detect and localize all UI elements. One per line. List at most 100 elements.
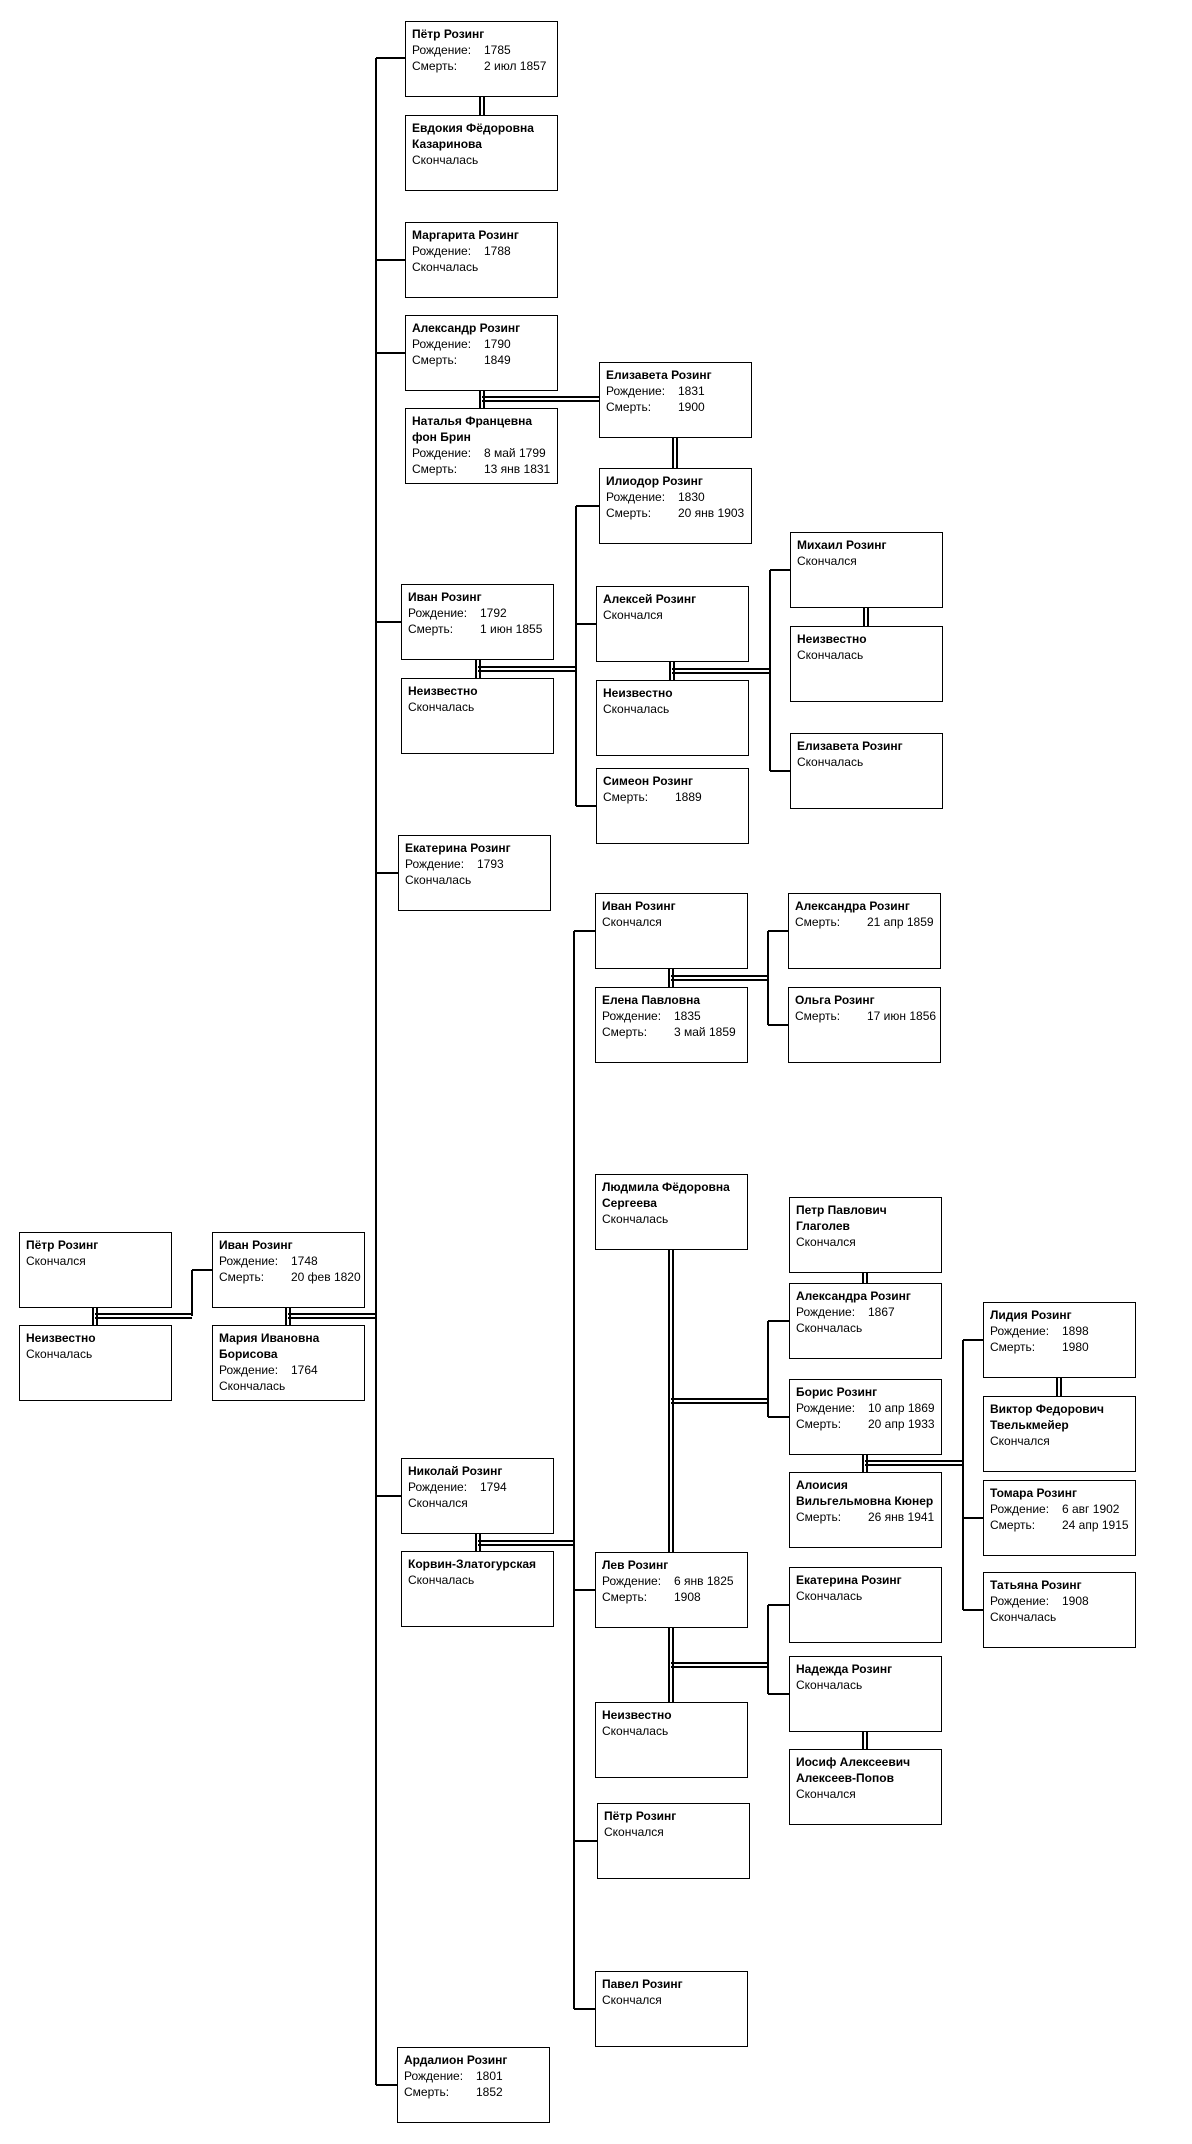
person-status: Скончалась (602, 1212, 669, 1226)
birth-row: Рождение:1788 (412, 243, 551, 259)
death-label: Смерть: (404, 2085, 450, 2099)
person-name: Илиодор Розинг (606, 474, 703, 488)
birth-date: 1801 (476, 2069, 503, 2083)
death-row: Смерть:1980 (990, 1339, 1129, 1355)
birth-row: Рождение:1794 (408, 1479, 547, 1495)
birth-date: 1792 (480, 606, 507, 620)
person-name: Иван Розинг (219, 1238, 293, 1252)
birth-label: Рождение: (602, 1574, 662, 1588)
death-label: Смерть: (990, 1340, 1036, 1354)
person-name: Пётр Розинг (604, 1809, 677, 1823)
person-name: Иван Розинг (602, 899, 676, 913)
person-status: Скончалась (796, 1589, 863, 1603)
person-name: Николай Розинг (408, 1464, 503, 1478)
birth-label: Рождение: (990, 1594, 1050, 1608)
death-row: Смерть:26 янв 1941 (796, 1509, 935, 1525)
death-date: 2 июл 1857 (484, 59, 547, 73)
death-date: 24 апр 1915 (1062, 1518, 1129, 1532)
death-row: Смерть:24 апр 1915 (990, 1517, 1129, 1533)
birth-label: Рождение: (219, 1363, 279, 1377)
birth-row: Рождение:1793 (405, 856, 544, 872)
birth-row: Рождение: 1801 (404, 2068, 543, 2084)
death-row: Смерть:21 апр 1859 (795, 914, 934, 930)
person-name: Лев Розинг (602, 1558, 669, 1572)
death-label: Смерть: (412, 462, 458, 476)
person-status: Скончалась (408, 1573, 475, 1587)
birth-date: 1835 (674, 1009, 701, 1023)
death-date: 13 янв 1831 (484, 462, 551, 476)
person-status: Скончалась (797, 648, 864, 662)
birth-row: Рождение:1748 (219, 1253, 358, 1269)
death-row: Смерть:2 июл 1857 (412, 58, 551, 74)
death-label: Смерть: (606, 400, 652, 414)
person-status: Скончалась (412, 260, 479, 274)
person-status: Скончалась (412, 153, 479, 167)
death-date: 3 май 1859 (674, 1025, 736, 1039)
death-date: 20 апр 1933 (868, 1417, 935, 1431)
birth-label: Рождение: (404, 2069, 464, 2083)
person-name: Татьяна Розинг (990, 1578, 1082, 1592)
death-label: Смерть: (412, 353, 458, 367)
person-status: Скончался (796, 1235, 856, 1249)
birth-date: 6 авг 1902 (1062, 1502, 1120, 1516)
person-name: Пётр Розинг (26, 1238, 99, 1252)
birth-label: Рождение: (405, 857, 465, 871)
death-date: 1889 (675, 790, 702, 804)
birth-label: Рождение: (606, 384, 666, 398)
person-name: Корвин-Златогурская (408, 1557, 537, 1571)
birth-row: Рождение:1790 (412, 336, 551, 352)
birth-label: Рождение: (412, 244, 472, 258)
death-row: Смерть:1 июн 1855 (408, 621, 547, 637)
person-name: Маргарита Розинг (412, 228, 519, 242)
birth-date: 1794 (480, 1480, 507, 1494)
death-row: Смерть:20 янв 1903 (606, 505, 745, 521)
birth-label: Рождение: (408, 606, 468, 620)
person-status: Скончался (797, 554, 857, 568)
